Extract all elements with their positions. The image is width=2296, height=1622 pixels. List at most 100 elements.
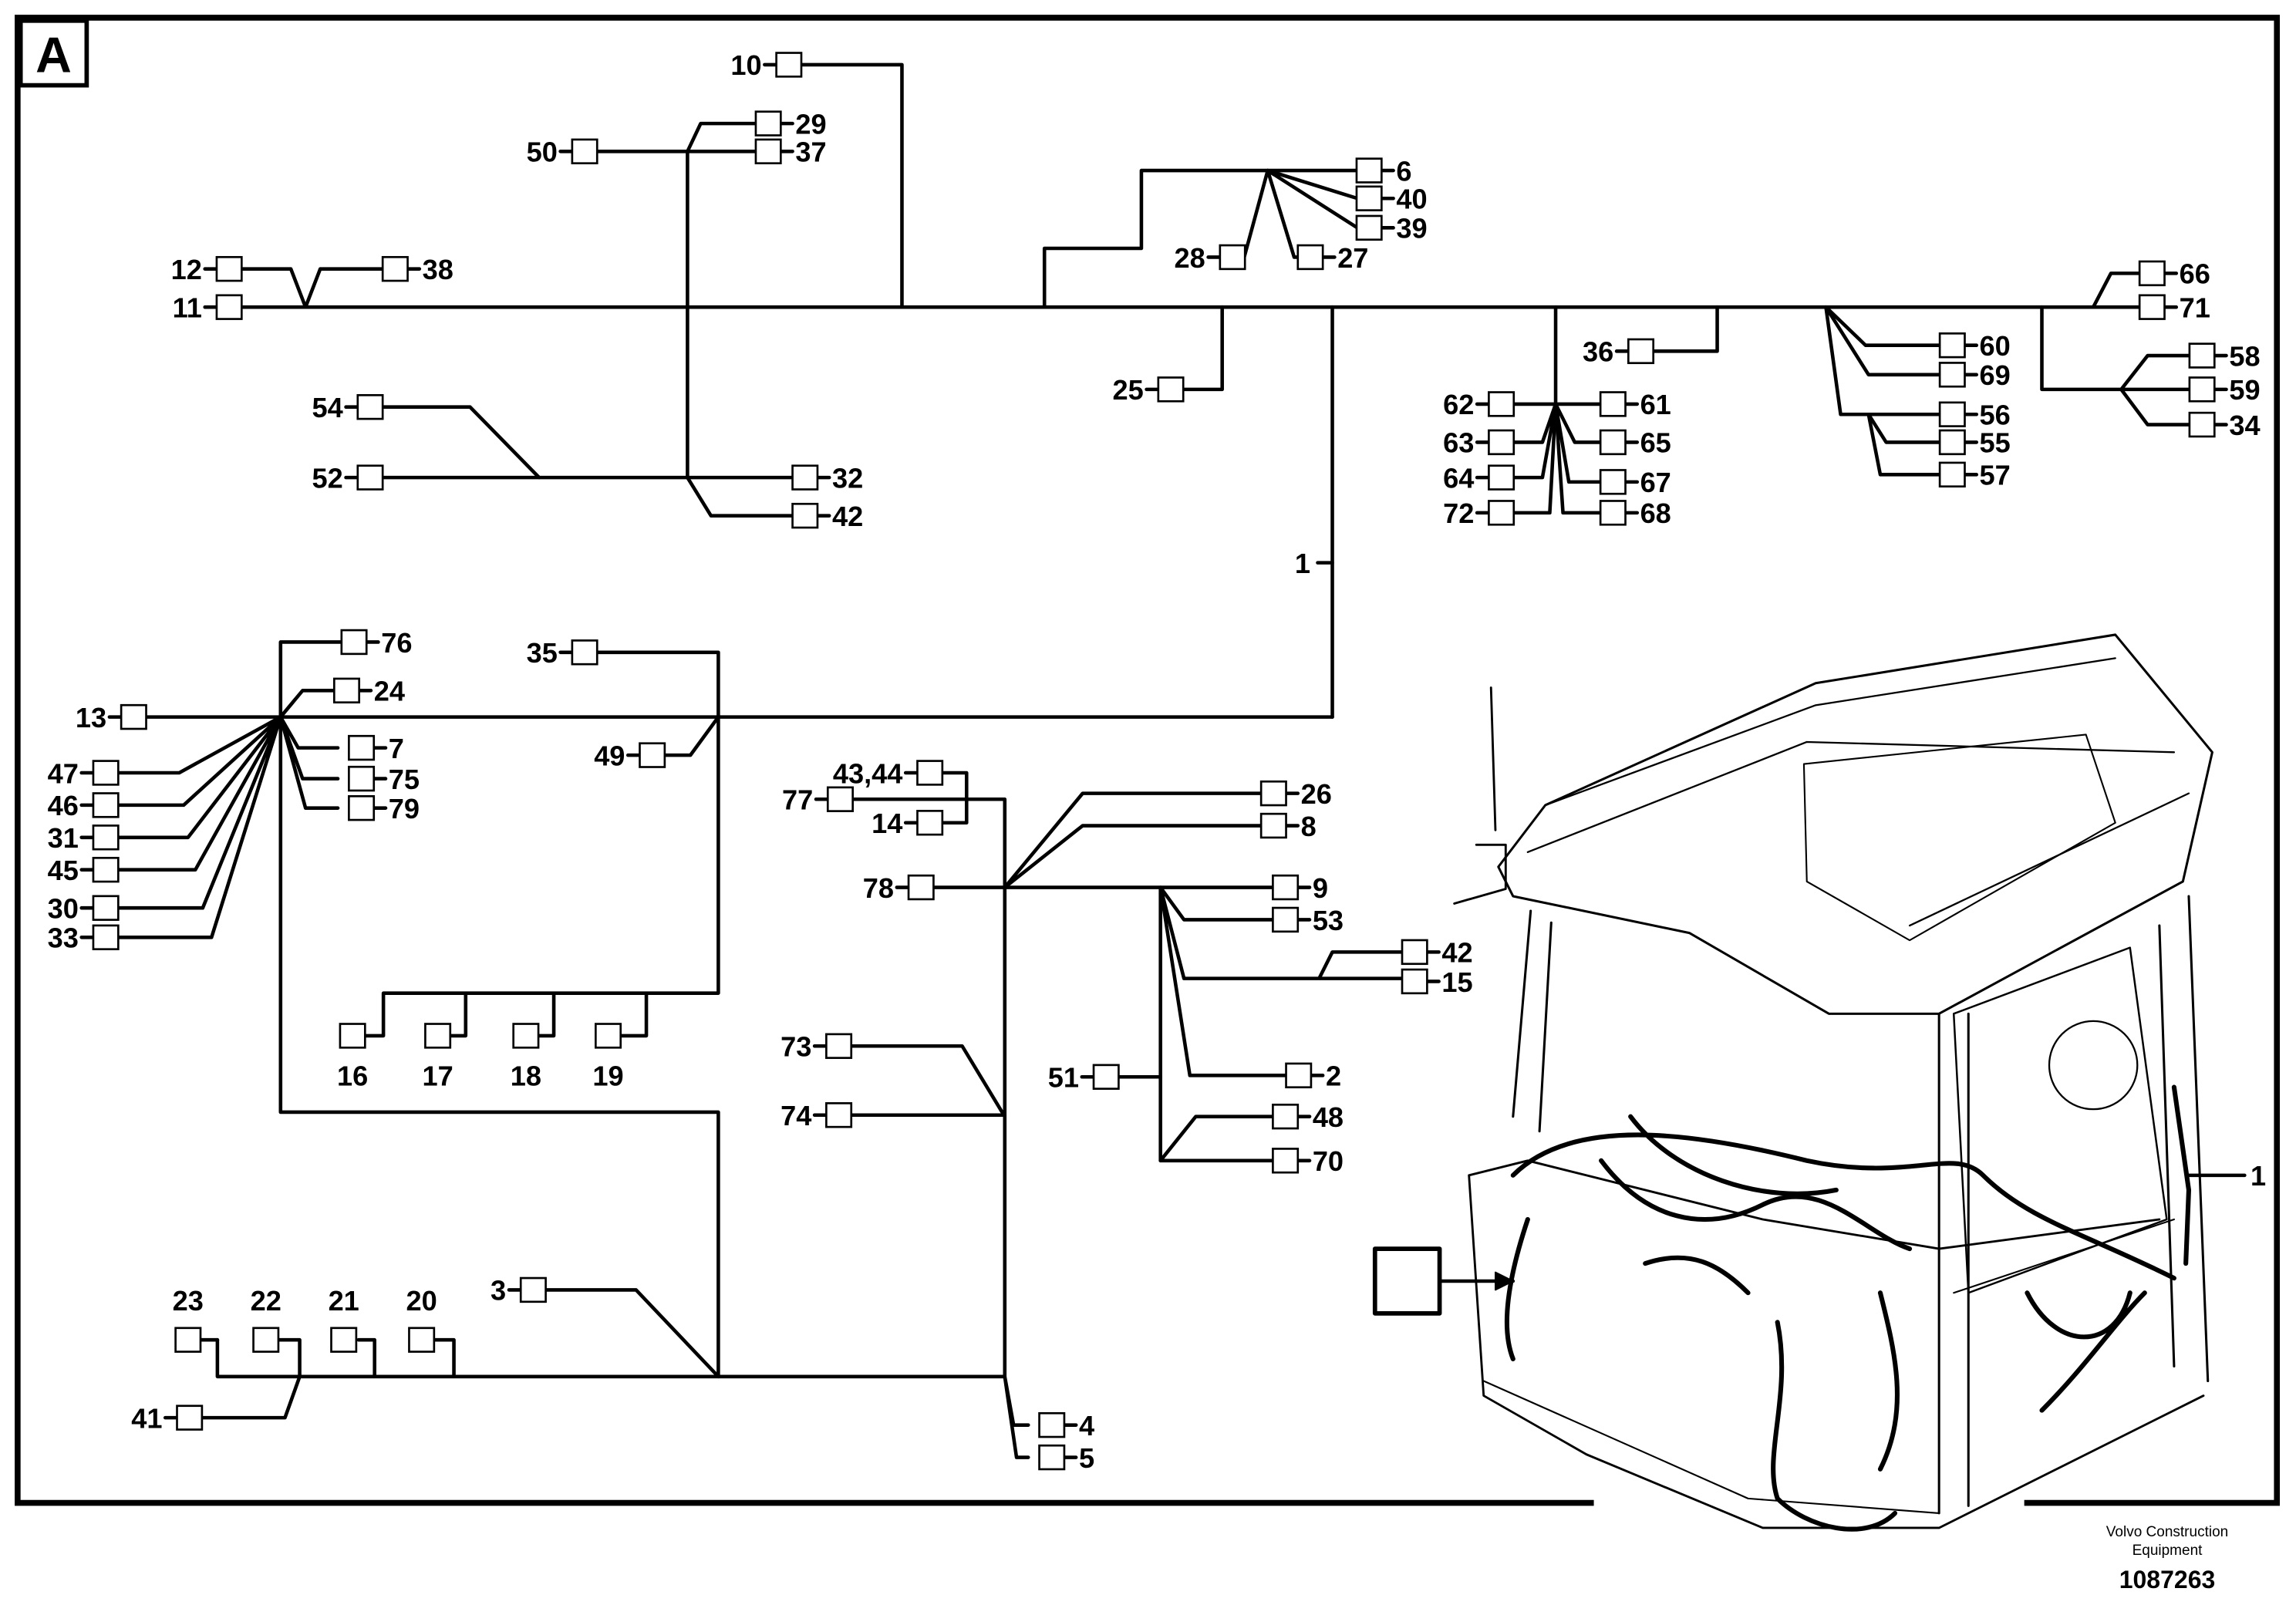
connector-box[interactable] xyxy=(754,138,782,165)
connector-box[interactable] xyxy=(916,810,944,836)
connector-box[interactable] xyxy=(176,1404,204,1431)
connector-27[interactable] xyxy=(1296,244,1324,271)
connector-53[interactable] xyxy=(1272,906,1300,933)
connector-66[interactable] xyxy=(2138,260,2166,287)
connector-box[interactable] xyxy=(1092,1064,1120,1090)
connector-box[interactable] xyxy=(1219,244,1246,271)
connector-31[interactable] xyxy=(92,824,120,851)
connector-box[interactable] xyxy=(252,1327,280,1353)
connector-box[interactable] xyxy=(120,703,147,730)
connector-box[interactable] xyxy=(512,1023,540,1049)
connector-box[interactable] xyxy=(2138,294,2166,320)
connector-69[interactable] xyxy=(1938,362,1966,388)
connector-75[interactable] xyxy=(348,765,376,792)
connector-20[interactable] xyxy=(408,1327,436,1353)
connector-52[interactable] xyxy=(356,464,384,491)
connector-box[interactable] xyxy=(1157,376,1185,403)
connector-box[interactable] xyxy=(92,824,120,851)
connector-box[interactable] xyxy=(1355,214,1383,241)
connector-box[interactable] xyxy=(1488,429,1515,456)
connector-6[interactable] xyxy=(1355,157,1383,184)
connector-box[interactable] xyxy=(1272,1103,1300,1130)
connector-box[interactable] xyxy=(424,1023,452,1049)
connector-60[interactable] xyxy=(1938,332,1966,359)
connector-box[interactable] xyxy=(1488,391,1515,417)
connector-21[interactable] xyxy=(330,1327,358,1353)
connector-16[interactable] xyxy=(339,1023,366,1049)
connector-17[interactable] xyxy=(424,1023,452,1049)
connector-42[interactable] xyxy=(791,502,819,529)
connector-box[interactable] xyxy=(1272,906,1300,933)
connector-box[interactable] xyxy=(907,874,935,901)
connector-box[interactable] xyxy=(754,110,782,137)
connector-box[interactable] xyxy=(519,1276,547,1303)
connector-box[interactable] xyxy=(2188,376,2216,403)
connector-57[interactable] xyxy=(1938,461,1966,488)
connector-49[interactable] xyxy=(639,742,666,768)
connector-10[interactable] xyxy=(775,52,803,78)
connector-box[interactable] xyxy=(571,138,598,165)
connector-43-44[interactable] xyxy=(916,760,944,786)
connector-7[interactable] xyxy=(348,734,376,761)
connector-41[interactable] xyxy=(176,1404,204,1431)
connector-box[interactable] xyxy=(348,734,376,761)
connector-33[interactable] xyxy=(92,924,120,951)
connector-70[interactable] xyxy=(1272,1148,1300,1174)
connector-51[interactable] xyxy=(1092,1064,1120,1090)
connector-61[interactable] xyxy=(1599,391,1627,417)
connector-30[interactable] xyxy=(92,895,120,921)
connector-56[interactable] xyxy=(1938,401,1966,427)
connector-54[interactable] xyxy=(356,394,384,420)
connector-12[interactable] xyxy=(215,255,243,282)
connector-box[interactable] xyxy=(340,629,368,656)
connector-box[interactable] xyxy=(639,742,666,768)
connector-box[interactable] xyxy=(1938,461,1966,488)
connector-74[interactable] xyxy=(825,1102,853,1128)
connector-25[interactable] xyxy=(1157,376,1185,403)
connector-box[interactable] xyxy=(1938,401,1966,427)
connector-34[interactable] xyxy=(2188,411,2216,438)
connector-68[interactable] xyxy=(1599,500,1627,526)
connector-38[interactable] xyxy=(381,255,409,282)
connector-67[interactable] xyxy=(1599,469,1627,495)
connector-50[interactable] xyxy=(571,138,598,165)
connector-box[interactable] xyxy=(825,1102,853,1128)
connector-box[interactable] xyxy=(1355,157,1383,184)
connector-3[interactable] xyxy=(519,1276,547,1303)
connector-box[interactable] xyxy=(791,502,819,529)
connector-77[interactable] xyxy=(826,786,854,812)
connector-29[interactable] xyxy=(754,110,782,137)
connector-box[interactable] xyxy=(1938,332,1966,359)
connector-32[interactable] xyxy=(791,464,819,491)
connector-box[interactable] xyxy=(92,924,120,951)
connector-box[interactable] xyxy=(1938,362,1966,388)
connector-14[interactable] xyxy=(916,810,944,836)
connector-box[interactable] xyxy=(2138,260,2166,287)
connector-box[interactable] xyxy=(1599,500,1627,526)
connector-58[interactable] xyxy=(2188,342,2216,369)
connector-63[interactable] xyxy=(1488,429,1515,456)
connector-45[interactable] xyxy=(92,856,120,883)
connector-18[interactable] xyxy=(512,1023,540,1049)
connector-box[interactable] xyxy=(825,1033,853,1059)
connector-box[interactable] xyxy=(1488,500,1515,526)
connector-box[interactable] xyxy=(1401,939,1428,966)
connector-48[interactable] xyxy=(1272,1103,1300,1130)
connector-box[interactable] xyxy=(595,1023,622,1049)
connector-box[interactable] xyxy=(356,464,384,491)
connector-59[interactable] xyxy=(2188,376,2216,403)
connector-box[interactable] xyxy=(1259,780,1287,807)
connector-box[interactable] xyxy=(916,760,944,786)
connector-box[interactable] xyxy=(174,1327,202,1353)
connector-23[interactable] xyxy=(174,1327,202,1353)
connector-55[interactable] xyxy=(1938,429,1966,456)
connector-box[interactable] xyxy=(92,856,120,883)
connector-box[interactable] xyxy=(92,895,120,921)
connector-36[interactable] xyxy=(1627,338,1655,365)
connector-5[interactable] xyxy=(1038,1444,1066,1471)
connector-box[interactable] xyxy=(1285,1062,1313,1089)
connector-box[interactable] xyxy=(1488,464,1515,491)
connector-47[interactable] xyxy=(92,760,120,786)
connector-box[interactable] xyxy=(1627,338,1655,365)
connector-box[interactable] xyxy=(1599,391,1627,417)
